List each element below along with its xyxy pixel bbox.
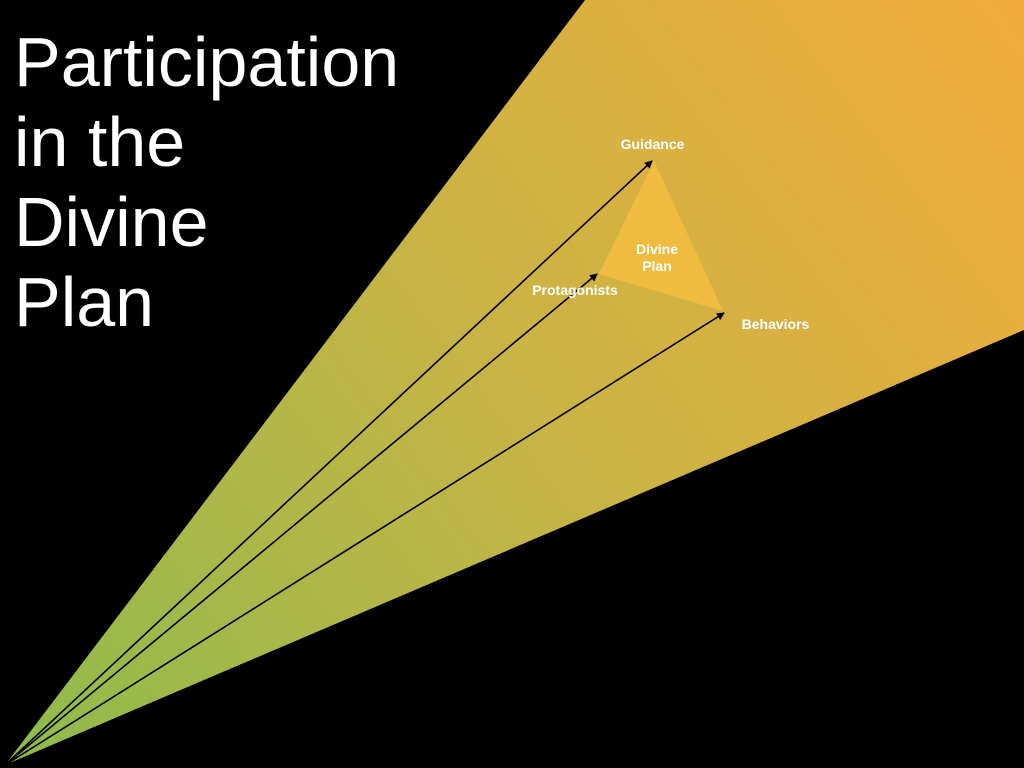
arrow-to-guidance bbox=[4, 160, 653, 766]
title-line: Divine bbox=[14, 183, 209, 261]
title-line: Participation bbox=[14, 23, 400, 101]
center-label-line: Divine bbox=[635, 241, 678, 257]
title-line: Plan bbox=[14, 263, 155, 341]
behaviors-label: Behaviors bbox=[741, 316, 810, 332]
slide-title: Participation in the Divine Plan bbox=[14, 22, 399, 342]
protagonists-label: Protagonists bbox=[532, 282, 618, 298]
guidance-label: Guidance bbox=[620, 136, 685, 152]
arrow-to-protagonists bbox=[4, 273, 598, 766]
center-label-line: Plan bbox=[642, 258, 672, 274]
light-beam-wedge bbox=[5, 0, 1024, 765]
arrow-to-behaviors bbox=[4, 312, 725, 766]
title-line: in the bbox=[14, 103, 186, 181]
divine-plan-triangle bbox=[599, 161, 723, 311]
divine-plan-label: Divine Plan bbox=[617, 241, 697, 275]
